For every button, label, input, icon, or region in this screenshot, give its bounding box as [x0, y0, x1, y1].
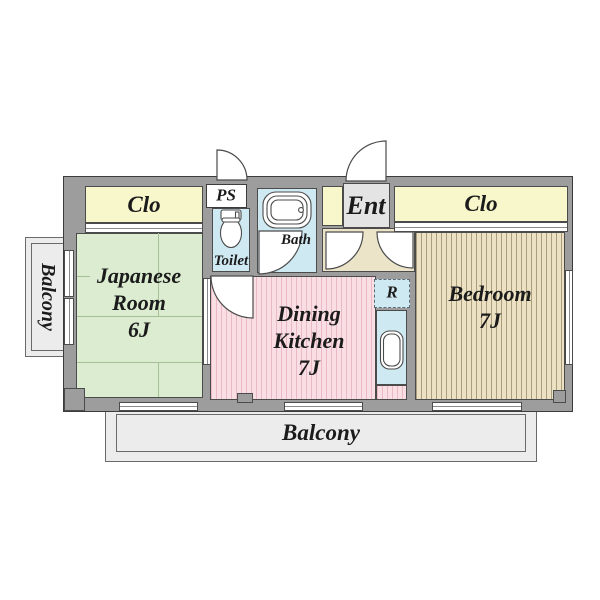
sliding-door-track-line [395, 226, 567, 228]
window-glass-line [433, 406, 521, 407]
door-swing-icon-ps [216, 149, 248, 181]
kitchen-sink-icon [379, 330, 404, 370]
sliding-door-icon-japanese-dk [203, 278, 211, 365]
closet-left-label: Clo [127, 191, 161, 217]
door-swing-icon-entrance [345, 140, 387, 182]
dining-kitchen-label: Dining Kitchen 7J [273, 300, 345, 380]
toilet-icon-bowl [219, 217, 243, 249]
balcony-bottom-inner-rail [116, 414, 526, 452]
toilet-icon-handle [234, 211, 240, 219]
door-swing-icon-bath [258, 230, 303, 275]
wall-corner-notch [553, 390, 566, 403]
balcony-bottom-label: Balcony [282, 419, 360, 445]
window-icon-bottom-bedroom [432, 402, 522, 411]
entrance-label: Ent [346, 191, 386, 221]
window-icon-left-lower [64, 298, 74, 345]
closet-right-label: Clo [464, 190, 498, 216]
tatami-line [77, 316, 202, 317]
japanese-room-label: Japanese Room 6J [96, 262, 182, 342]
window-glass-line [568, 271, 570, 364]
closet-left-area [85, 186, 203, 223]
wall-corner-block [64, 388, 85, 411]
window-icon-bottom-kitchen [284, 402, 363, 411]
tatami-line [158, 233, 159, 317]
entrance-area [343, 183, 390, 228]
tatami-line [77, 276, 90, 277]
balcony-left-inner-rail [31, 243, 64, 351]
kitchen-sink-icon-inner [382, 333, 401, 367]
window-glass-line [120, 406, 197, 407]
closet-left-sliding-door-icon [85, 223, 203, 233]
tatami-line [158, 362, 159, 397]
bathtub-drain [298, 207, 304, 213]
pipe-space-area [206, 184, 247, 208]
window-glass-line [68, 251, 70, 296]
refrigerator-space [374, 279, 410, 308]
door-swing-icon-toilet [210, 275, 254, 319]
window-glass-line [285, 406, 362, 407]
window-glass-line [68, 299, 70, 344]
bedroom-area [415, 232, 565, 400]
japanese-room-area [76, 233, 203, 398]
sliding-door-track-line [206, 279, 208, 364]
toilet-icon-seat [221, 217, 241, 223]
door-swing-icon-bedroom [376, 231, 414, 269]
window-icon-right-bedroom [565, 270, 573, 365]
refrigerator-label: R [386, 282, 398, 302]
closet-right-area [394, 186, 568, 222]
wall-pillar [237, 393, 253, 403]
sliding-door-track-line [86, 227, 202, 229]
tatami-line [77, 362, 202, 363]
bedroom-label: Bedroom 7J [448, 281, 532, 333]
balcony-left-label: Balcony [37, 263, 60, 331]
window-icon-bottom-japanese [119, 402, 198, 411]
pipe-space-label: PS [216, 185, 236, 205]
bathtub-icon-inner [266, 195, 308, 225]
entry-side-closet-area [322, 186, 343, 226]
door-swing-icon-kitchen [325, 231, 364, 270]
dining-kitchen-area-strip [376, 385, 407, 400]
closet-right-sliding-door-icon [394, 222, 568, 232]
window-icon-left-upper [64, 250, 74, 297]
toilet-label: Toilet [213, 252, 249, 269]
bath-label: Bath [280, 231, 312, 248]
